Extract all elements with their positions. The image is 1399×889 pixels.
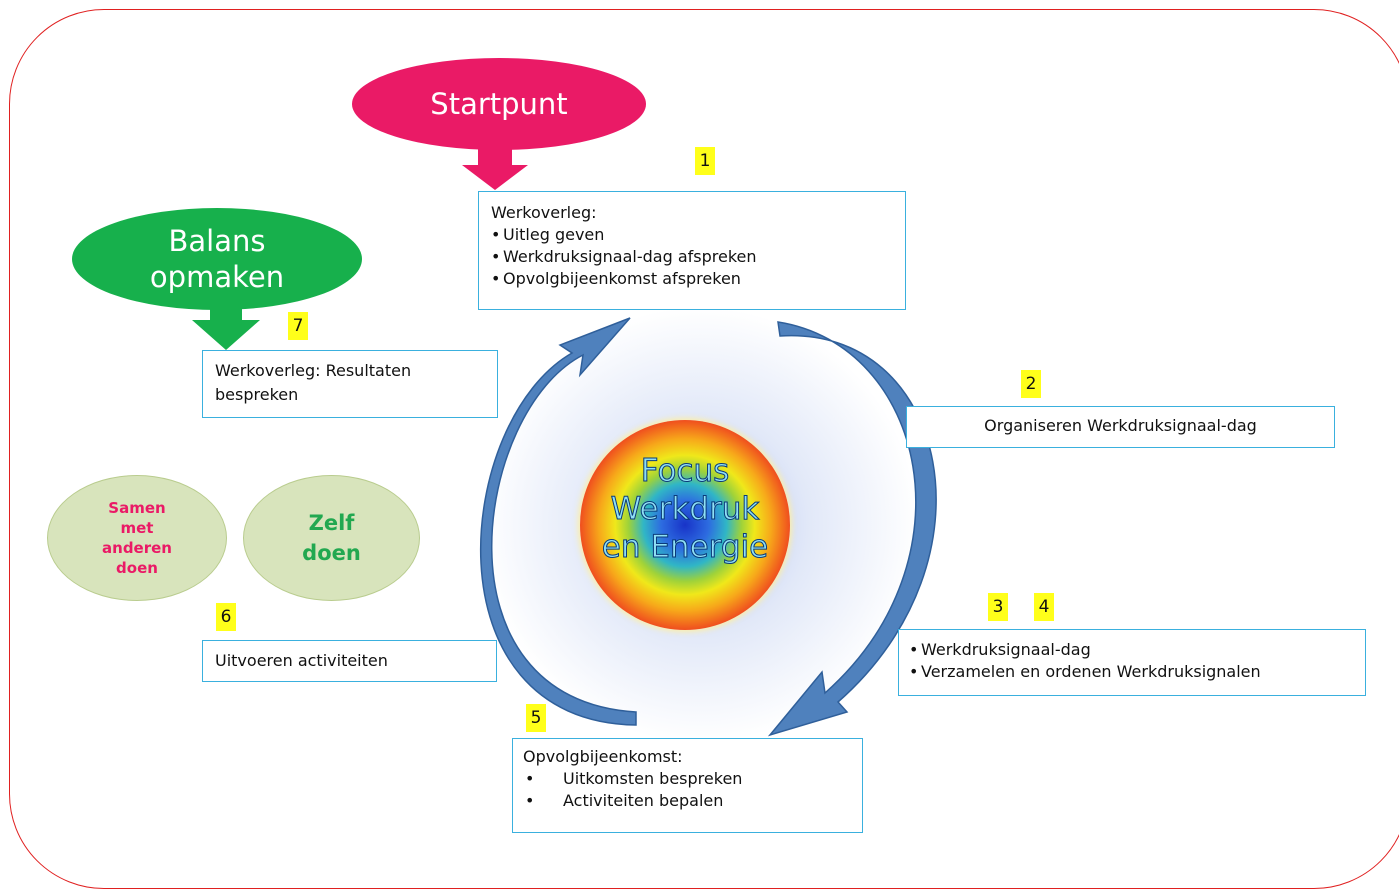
- step-1-item: Werkdruksignaal-dag afspreken: [491, 246, 893, 268]
- start-label: Startpunt: [430, 87, 568, 121]
- self-line2: doen: [302, 541, 361, 565]
- step-6-text: Uitvoeren activiteiten: [215, 651, 388, 670]
- step-1-item: Uitleg geven: [491, 224, 893, 246]
- focus-disc: [580, 420, 790, 630]
- step-7-text: Werkoverleg: Resultaten bespreken: [215, 361, 412, 404]
- step-4-item: Verzamelen en ordenen Werkdruksignalen: [909, 661, 1355, 683]
- step-5-title: Opvolgbijeenkomst:: [523, 747, 683, 766]
- focus-line1: Focus: [640, 453, 730, 490]
- step-1-box: Werkoverleg: Uitleg geven Werkdruksignaa…: [478, 191, 906, 310]
- balance-arrow: [192, 298, 260, 350]
- cycle-arrows: [479, 317, 937, 737]
- together-line3: anderen: [102, 539, 172, 557]
- together-line2: met: [120, 519, 154, 537]
- step-5-number: 5: [526, 704, 546, 732]
- together-line4: doen: [116, 559, 158, 577]
- step-2-number: 2: [1021, 370, 1041, 398]
- self-oval: Zelf doen: [243, 475, 420, 601]
- step-6-number: 6: [216, 603, 236, 631]
- start-arrow: [462, 148, 528, 190]
- step-2-box: Organiseren Werkdruksignaal-dag: [906, 406, 1335, 448]
- focus-line3: en Energie: [601, 529, 769, 566]
- step-1-item: Opvolgbijeenkomst afspreken: [491, 268, 893, 290]
- together-oval: Samen met anderen doen: [47, 475, 227, 601]
- step-1-number: 1: [695, 147, 715, 175]
- step-7-number: 7: [288, 312, 308, 340]
- step-7-box: Werkoverleg: Resultaten bespreken: [202, 350, 498, 418]
- balance-line1: Balans: [168, 224, 266, 258]
- balance-line2: opmaken: [149, 260, 285, 294]
- together-line1: Samen: [108, 499, 166, 517]
- step-3-number: 3: [988, 593, 1008, 621]
- step-2-text: Organiseren Werkdruksignaal-dag: [984, 416, 1257, 435]
- cycle-arrow-left: [479, 317, 637, 726]
- cycle-arrow-right: [767, 321, 937, 737]
- step-4-item: Werkdruksignaal-dag: [909, 639, 1355, 661]
- step-4-box: Werkdruksignaal-dag Verzamelen en ordene…: [898, 629, 1366, 696]
- focus-text: Focus Werkdruk en Energie: [580, 452, 790, 566]
- step-5-item: Activiteiten bepalen: [523, 790, 852, 812]
- start-oval: Startpunt: [352, 58, 646, 150]
- step-4-number: 4: [1034, 593, 1054, 621]
- step-1-title: Werkoverleg:: [491, 203, 597, 222]
- step-5-box: Opvolgbijeenkomst: Uitkomsten bespreken …: [512, 738, 863, 833]
- step-6-box: Uitvoeren activiteiten: [202, 640, 497, 682]
- focus-line2: Werkdruk: [610, 491, 760, 528]
- step-5-item: Uitkomsten bespreken: [523, 768, 852, 790]
- balance-oval: Balans opmaken: [72, 208, 362, 310]
- self-line1: Zelf: [308, 511, 355, 535]
